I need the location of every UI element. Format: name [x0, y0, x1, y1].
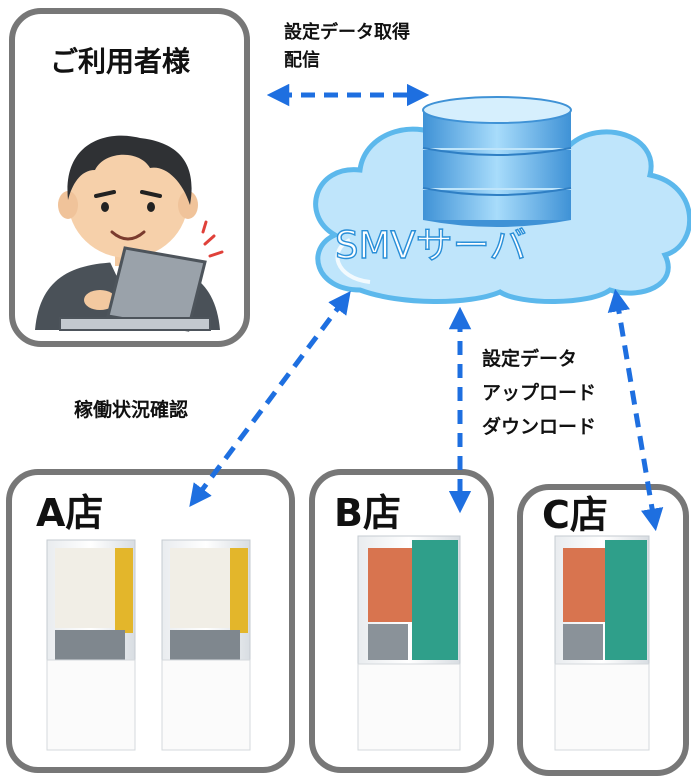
- store-a-name: A店: [36, 491, 104, 535]
- left-arrow-label: 稼働状況確認: [74, 399, 189, 421]
- right-label-line2: アップロード: [482, 382, 597, 404]
- arrow-server-store-a: [189, 290, 351, 508]
- arrow-server-store-c: [607, 288, 664, 532]
- ticket-machine-b-icon: [357, 535, 461, 751]
- server-label: SMVサーバ: [335, 224, 526, 267]
- user-box-title: ご利用者様: [50, 45, 191, 78]
- right-label-line1: 設定データ: [482, 348, 578, 370]
- right-label-line3: ダウンロード: [482, 416, 597, 438]
- top-label-line2: 配信: [284, 50, 320, 71]
- top-label-line1: 設定データ取得: [284, 22, 410, 43]
- ticket-machine-a2-icon: [161, 539, 251, 751]
- store-c-name: C店: [542, 493, 608, 537]
- ticket-machine-c-icon: [554, 535, 650, 751]
- laptop-icon: [59, 220, 224, 332]
- ticket-machine-a1-icon: [46, 539, 136, 751]
- database-icon: [422, 96, 572, 227]
